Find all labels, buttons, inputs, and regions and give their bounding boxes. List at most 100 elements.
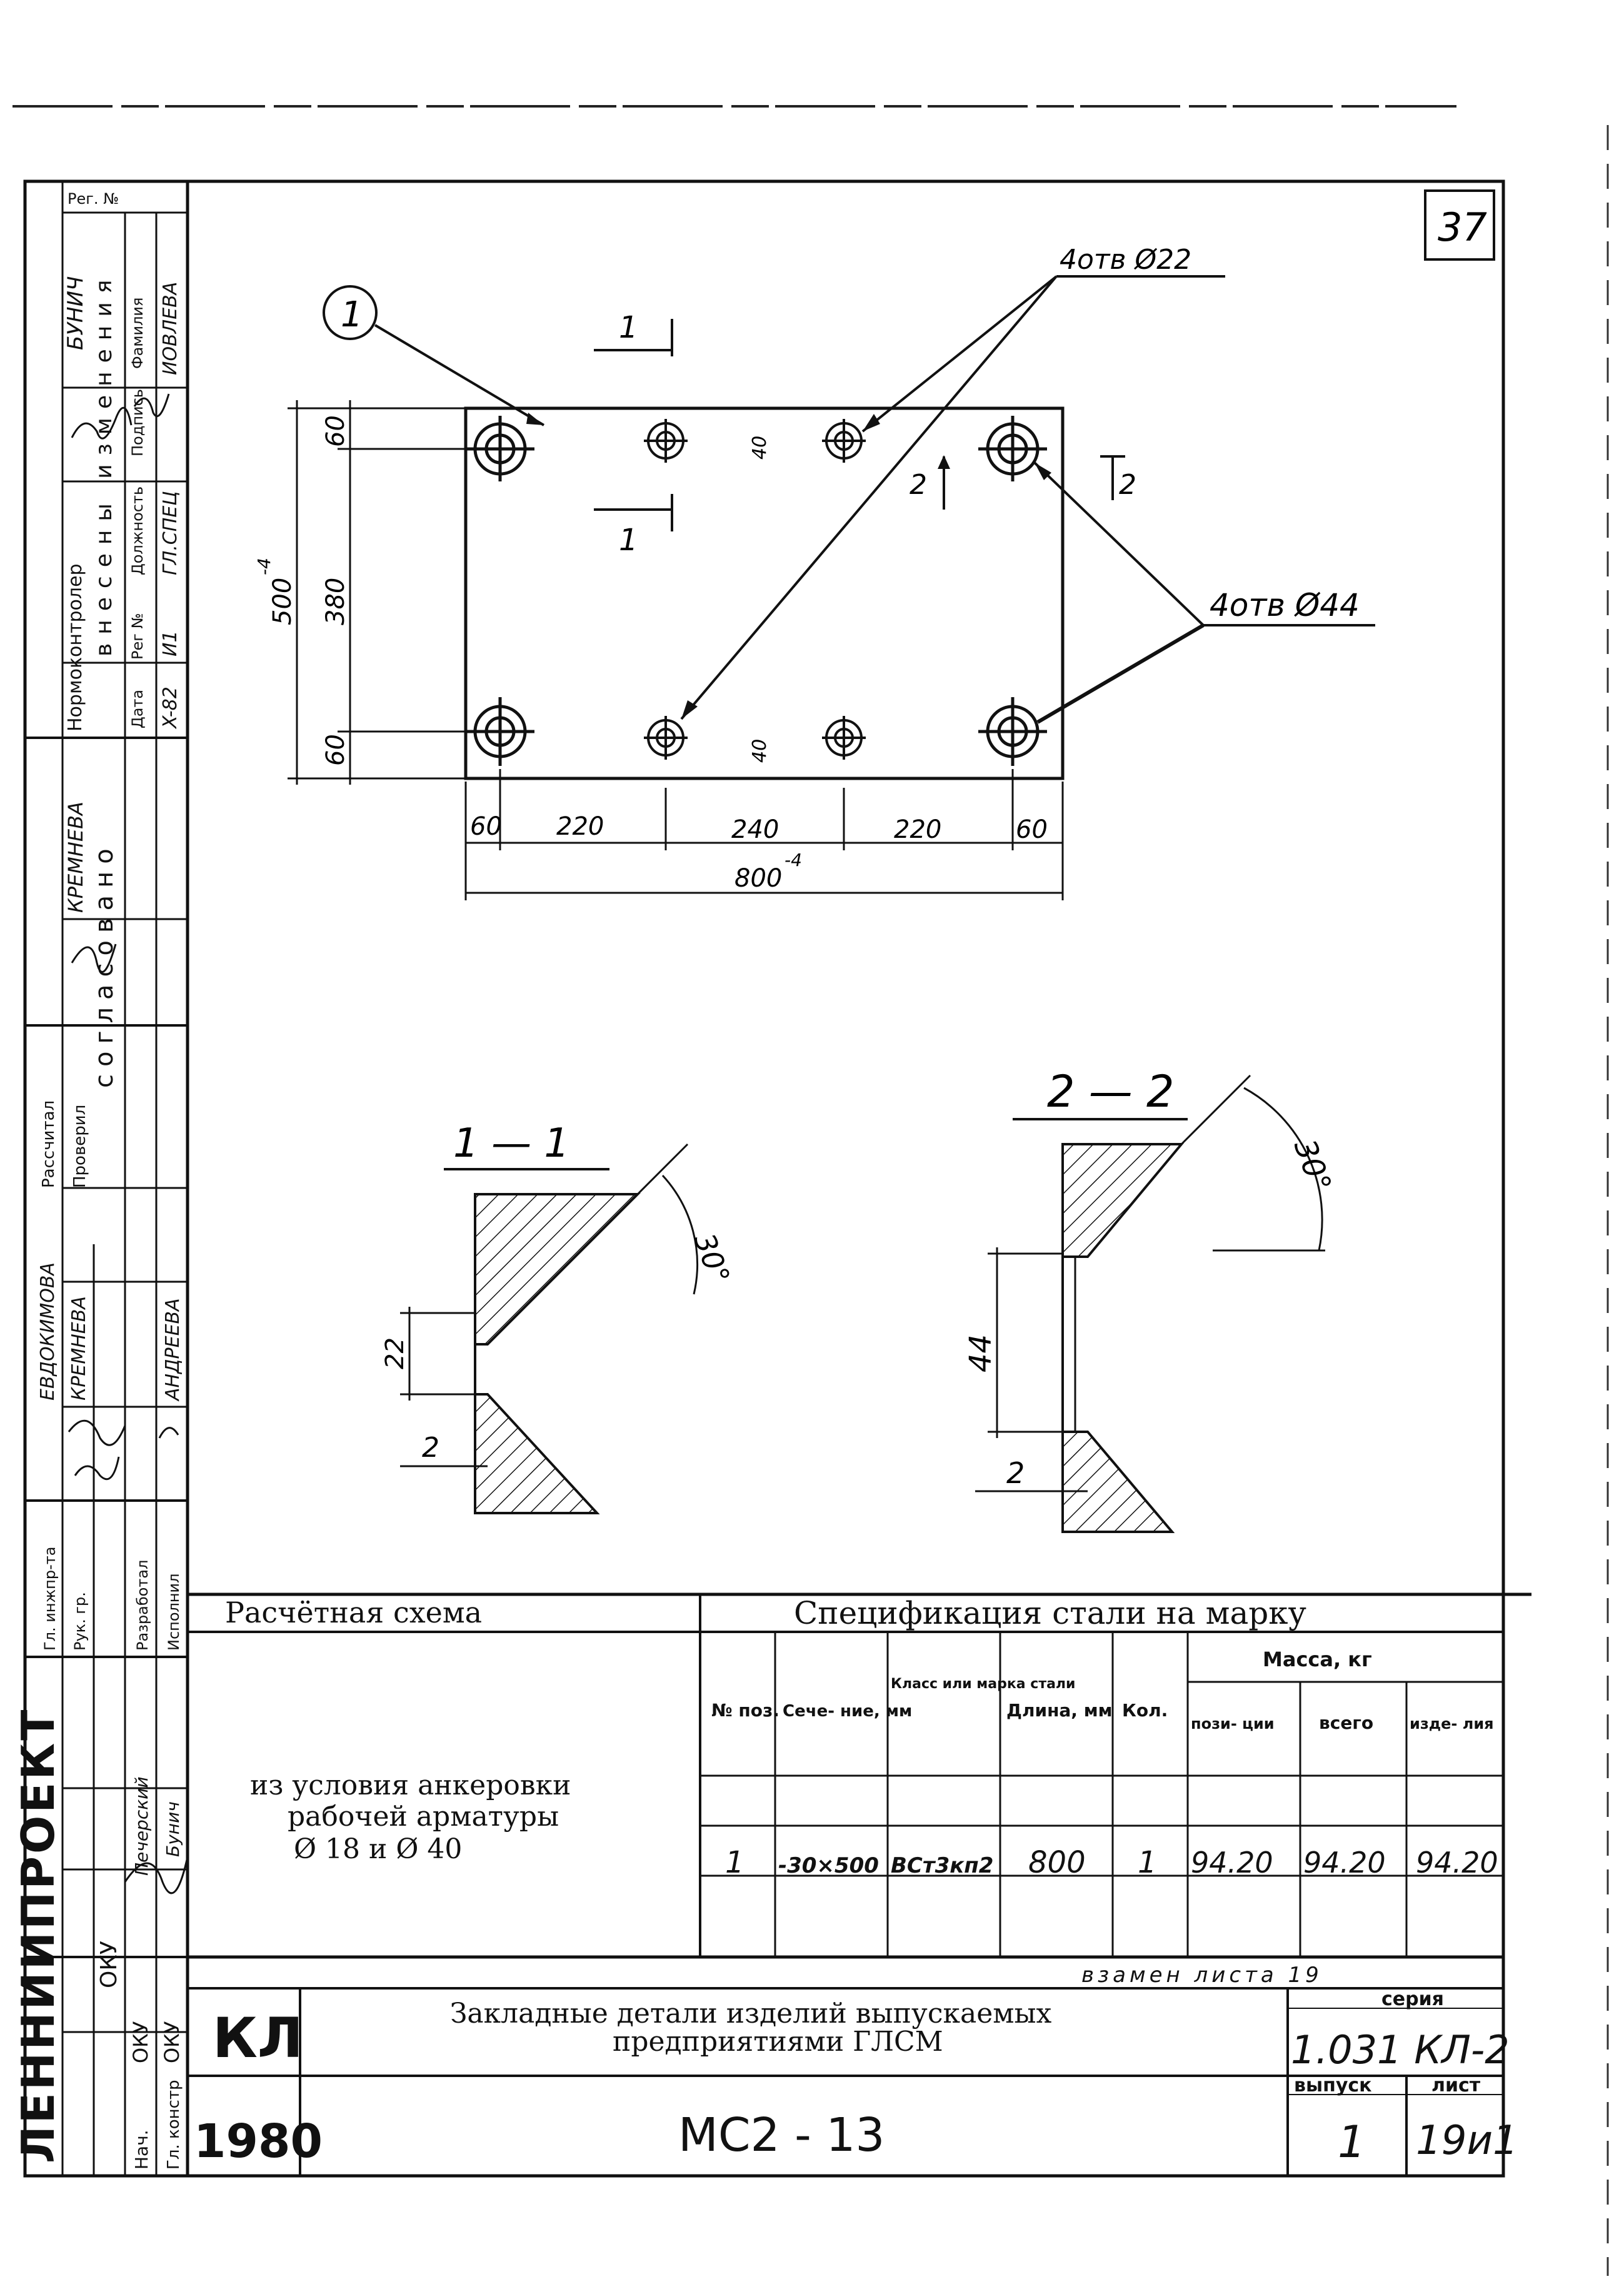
section-1-1-angle: 30°	[688, 1229, 737, 1288]
holes-small-label: 4отв Ø22	[1060, 244, 1191, 276]
calc-scheme-line2: рабочей арматуры	[288, 1801, 559, 1833]
dim-40-bot: 40	[749, 739, 771, 763]
agreed-label: согласовано	[90, 841, 119, 1088]
dim-width-total: 800	[734, 864, 782, 893]
row-length: 800	[1028, 1845, 1086, 1880]
position-marker-circle	[323, 285, 378, 340]
checked-label: Проверил	[71, 1105, 89, 1188]
developer-name: АНДРЕЕВА	[162, 1298, 184, 1402]
vertical-dims	[288, 400, 466, 785]
position-marker: 1	[341, 294, 363, 335]
row-qty: 1	[1138, 1845, 1157, 1880]
section-2-2-angle: 30°	[1287, 1135, 1338, 1197]
spec-row: 1 -30×500 ВСт3кп2 800 1 94.20 94.20 94.2…	[725, 1845, 1498, 1880]
head-label: Нач.	[131, 2130, 152, 2170]
spec-header: Спецификация стали на марку	[794, 1595, 1306, 1631]
agreed-name: КРЕМНЕВА	[64, 802, 88, 913]
col-length: Длина, мм	[1006, 1700, 1112, 1721]
row-reg: И1	[159, 630, 181, 657]
dim-width-tol: -4	[784, 850, 802, 870]
dim-40-top: 40	[749, 436, 771, 460]
dim-v60-top: 60	[321, 415, 350, 447]
chief-eng-label: Гл. инжпр-та	[41, 1547, 59, 1651]
row-pos: 1	[725, 1845, 744, 1880]
section-2-2: 2 — 2 30° 44 2	[963, 1066, 1338, 1533]
row-section: -30×500	[778, 1853, 879, 1878]
sheet-label: лист	[1431, 2075, 1481, 2096]
section-1-1-title: 1 — 1	[453, 1120, 569, 1167]
section-2-mark-left: 2	[910, 469, 927, 501]
name-bun: Бунич	[163, 1801, 183, 1857]
kl-code: КЛ	[213, 2006, 303, 2070]
title-line2: предприятиями ГЛСМ	[613, 2026, 943, 2058]
row-mass-pos: 94.20	[1191, 1846, 1273, 1879]
dim-240: 240	[731, 815, 779, 844]
dim-220-a: 220	[556, 812, 604, 841]
group-head-label: Рук. гр.	[71, 1592, 89, 1651]
col-pos: № поз.	[711, 1700, 779, 1721]
oku-1: ОКУ	[96, 1941, 122, 1988]
col-mass-item: изде- лия	[1410, 1715, 1494, 1733]
section-1-1: 1 — 1 30° 22 2	[381, 1120, 737, 1514]
section-1-mark-top: 1	[619, 310, 638, 345]
section-2-2-dim-depth: 2	[1006, 1456, 1025, 1490]
col-position: Должность	[129, 486, 146, 575]
col-qty: Кол.	[1122, 1700, 1168, 1721]
col-mass-total: всего	[1319, 1713, 1373, 1733]
mark-code: МС2 - 13	[678, 2108, 885, 2162]
section-1-1-dim-depth: 2	[422, 1432, 439, 1464]
issue-value: 1	[1338, 2116, 1366, 2168]
issue-label: выпуск	[1294, 2075, 1372, 2096]
small-holes	[644, 419, 866, 760]
dim-220-b: 220	[894, 815, 941, 844]
row-surname: ИОВЛЕВА	[159, 282, 181, 375]
reg-label: Рег. №	[68, 190, 119, 208]
dim-60-a: 60	[470, 812, 502, 841]
developed-label: Разработал	[134, 1560, 151, 1651]
horizontal-dims	[464, 769, 1064, 900]
section-2-mark-right: 2	[1119, 469, 1136, 501]
executed-label: Исполнил	[165, 1574, 183, 1651]
calc-scheme-header: Расчётная схема	[225, 1596, 482, 1629]
sheet-value: 19и1	[1416, 2118, 1518, 2164]
row-date: X-82	[159, 687, 181, 730]
row-mass-total: 94.20	[1303, 1846, 1386, 1879]
page-number-box	[1424, 189, 1495, 261]
oku-2: ОКУ	[129, 2021, 153, 2063]
col-date: Дата	[129, 690, 146, 728]
section-2-2-upper-hatch	[1061, 1143, 1185, 1258]
normocontrol-name: БУНИЧ	[63, 276, 88, 350]
col-reg: Рег №	[129, 613, 146, 660]
spec-table-grid	[188, 1592, 1531, 2176]
section-2-2-dim-hole: 44	[963, 1334, 998, 1372]
large-holes	[466, 416, 1047, 766]
replacement-note: взамен листа 19	[1081, 1963, 1323, 1988]
series-label: серия	[1381, 1988, 1444, 2010]
dim-height-tol: -4	[254, 558, 274, 575]
plate-outline	[464, 406, 1065, 780]
row-position: ГЛ.СПЕЦ	[159, 491, 181, 575]
name-pech: Печерский	[131, 1776, 152, 1876]
title-line1: Закладные детали изделий выпускаемых	[450, 1998, 1051, 2030]
col-mass: Масса, кг	[1263, 1648, 1372, 1671]
org-name: ЛЕННИИПРОЕКТ	[12, 1708, 64, 2163]
col-class: Класс или марка стали	[891, 1676, 1075, 1692]
oku-3: ОКУ	[160, 2021, 184, 2063]
section-1-1-dim-hole: 22	[381, 1337, 409, 1369]
calculated-label: Рассчитал	[39, 1100, 58, 1188]
plate-plan-view: 1 4отв Ø22 4отв Ø44 1 1 2 2	[254, 244, 1375, 900]
section-1-1-upper-hatch	[474, 1193, 641, 1346]
normocontrol-label: Нормоконтролер	[64, 563, 86, 732]
section-2-2-title: 2 — 2	[1047, 1066, 1175, 1117]
section-2-2-lower-hatch	[1061, 1431, 1175, 1533]
left-stamp-strip	[23, 179, 189, 2178]
chief-constr-label: Гл. констр	[164, 2080, 183, 2170]
year: 1980	[194, 2115, 323, 2168]
page-number: 37	[1438, 204, 1487, 250]
dim-v60-bot: 60	[321, 734, 350, 766]
signature-scribbles	[68, 393, 189, 1894]
series-value: 1.031 КЛ-2	[1291, 2027, 1510, 2073]
calc-name: ЕВДОКИМОВА	[37, 1262, 59, 1401]
check-name: КРЕМНЕВА	[68, 1296, 90, 1401]
